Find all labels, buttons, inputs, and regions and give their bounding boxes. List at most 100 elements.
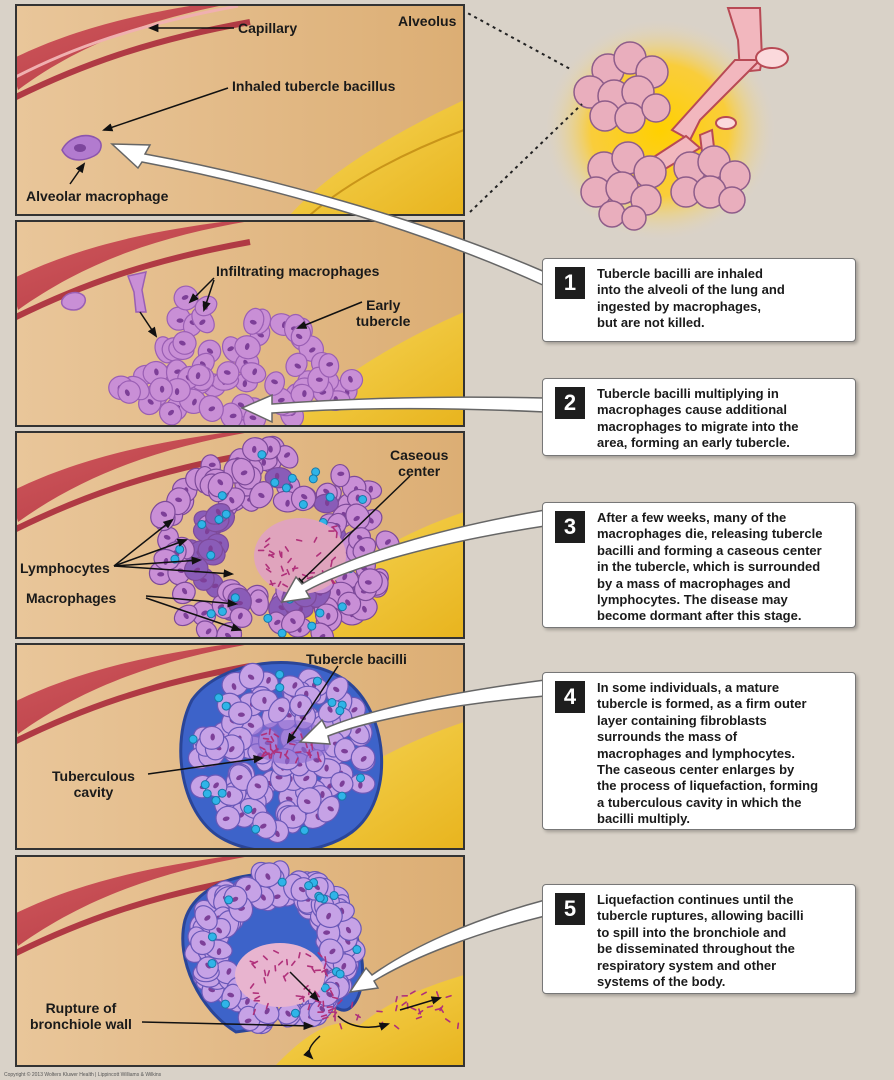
cell-nucleus bbox=[237, 712, 245, 717]
lymphocyte bbox=[217, 606, 227, 616]
cell-nucleus bbox=[204, 915, 211, 921]
lymphocyte bbox=[335, 706, 345, 716]
cell-nucleus bbox=[252, 368, 258, 376]
bronchus bbox=[726, 7, 764, 74]
lymphocyte bbox=[275, 669, 285, 679]
bacillus bbox=[317, 756, 322, 763]
cell-nucleus bbox=[302, 390, 307, 398]
callout-arrow-2 bbox=[240, 393, 546, 424]
bacillus bbox=[268, 550, 275, 555]
cell-nucleus bbox=[327, 806, 334, 812]
cell-nucleus bbox=[303, 775, 310, 782]
bacillus bbox=[435, 991, 440, 998]
bacillus bbox=[265, 563, 270, 570]
bacillus bbox=[268, 553, 275, 557]
cell-nucleus bbox=[292, 682, 298, 689]
step-3-box: 3 After a few weeks, many of the macroph… bbox=[542, 502, 856, 628]
cell-nucleus bbox=[295, 333, 303, 340]
cell-nucleus bbox=[175, 497, 183, 503]
cell-nucleus bbox=[320, 791, 325, 799]
lymphocyte bbox=[329, 891, 339, 901]
bacillus bbox=[273, 949, 280, 954]
cell-nucleus bbox=[290, 618, 296, 625]
bacillus bbox=[337, 999, 343, 1005]
inhaled-bacillus-label: Inhaled tubercle bacillus bbox=[232, 78, 396, 94]
cell-nucleus bbox=[240, 470, 248, 476]
cell-nucleus bbox=[315, 377, 323, 382]
bacillus bbox=[327, 1007, 335, 1012]
bacillus bbox=[278, 550, 282, 557]
cell-nucleus bbox=[368, 485, 374, 493]
cell-nucleus bbox=[192, 398, 197, 406]
cell-nucleus bbox=[327, 706, 333, 713]
cell-nucleus bbox=[231, 896, 239, 902]
cell-nucleus bbox=[254, 783, 262, 789]
cell-nucleus bbox=[345, 926, 352, 934]
bacillus bbox=[269, 582, 276, 586]
lymphocyte bbox=[337, 791, 347, 801]
lymphocyte bbox=[214, 693, 224, 703]
cell-nucleus bbox=[271, 379, 278, 385]
step-1-box: 1 Tubercle bacilli are inhaled into the … bbox=[542, 258, 856, 342]
step-5-number: 5 bbox=[555, 893, 585, 925]
cell-nucleus bbox=[333, 686, 340, 693]
cell-nucleus bbox=[323, 488, 330, 495]
lymphocyte bbox=[220, 999, 230, 1009]
bacillus bbox=[339, 1023, 343, 1030]
bacillus bbox=[282, 583, 289, 588]
bacillus bbox=[395, 1004, 398, 1012]
lymphocyte bbox=[207, 932, 217, 942]
lymphocyte bbox=[197, 519, 207, 529]
cell-nucleus bbox=[216, 927, 223, 934]
bacillus bbox=[415, 1016, 423, 1020]
bacillus bbox=[277, 960, 284, 966]
liquefied-cavity bbox=[235, 943, 325, 1007]
lymphocyte bbox=[188, 734, 198, 744]
cell-nucleus bbox=[208, 545, 213, 553]
cell-nucleus bbox=[195, 372, 201, 380]
panel-2 bbox=[16, 221, 464, 426]
lymphocyte bbox=[200, 780, 210, 790]
callout-arrow-5 bbox=[348, 899, 546, 993]
cell-nucleus bbox=[157, 572, 165, 577]
cell-nucleus bbox=[284, 452, 291, 458]
alveolar-wall bbox=[290, 100, 464, 215]
bacillus bbox=[331, 996, 339, 1000]
lymphocyte bbox=[358, 494, 368, 504]
lymphocyte bbox=[230, 593, 240, 603]
bacillus bbox=[298, 951, 301, 959]
bacillus bbox=[334, 1007, 337, 1014]
cell-nucleus bbox=[285, 499, 290, 507]
cell-nucleus bbox=[258, 492, 265, 499]
step-1-number: 1 bbox=[555, 267, 585, 299]
bacillus bbox=[252, 1008, 256, 1016]
lymphocyte bbox=[352, 945, 362, 955]
lymphocytes-label: Lymphocytes bbox=[20, 560, 110, 576]
lymphocyte bbox=[299, 825, 309, 835]
lymphocyte bbox=[281, 483, 291, 493]
cell-nucleus bbox=[247, 722, 255, 728]
cell-nucleus bbox=[294, 363, 302, 369]
cell-nucleus bbox=[215, 508, 221, 516]
step-4-text: In some individuals, a mature tubercle i… bbox=[597, 680, 819, 827]
cell-nucleus bbox=[319, 634, 326, 638]
bacillus bbox=[270, 748, 276, 755]
cell-nucleus bbox=[227, 346, 234, 352]
step-5-text: Liquefaction continues until the tubercl… bbox=[597, 892, 804, 990]
lymphocyte bbox=[257, 450, 267, 460]
infiltrating-macrophages-label: Infiltrating macrophages bbox=[216, 263, 380, 279]
step-4-number: 4 bbox=[555, 681, 585, 713]
cell-nucleus bbox=[181, 587, 188, 595]
bacillus bbox=[315, 552, 322, 557]
bacillus bbox=[332, 527, 338, 533]
lymphocyte bbox=[206, 550, 216, 560]
tubercle-with-caseous-center bbox=[148, 435, 400, 638]
bacillus bbox=[317, 1001, 322, 1008]
lymphocyte bbox=[315, 893, 325, 903]
ruptured-bronchiole-wall bbox=[275, 975, 464, 1066]
cell-nucleus bbox=[319, 1005, 326, 1013]
cell-nucleus bbox=[245, 998, 250, 1005]
cell-nucleus bbox=[216, 948, 222, 956]
cell-nucleus bbox=[351, 707, 358, 713]
bacillus bbox=[284, 750, 289, 757]
